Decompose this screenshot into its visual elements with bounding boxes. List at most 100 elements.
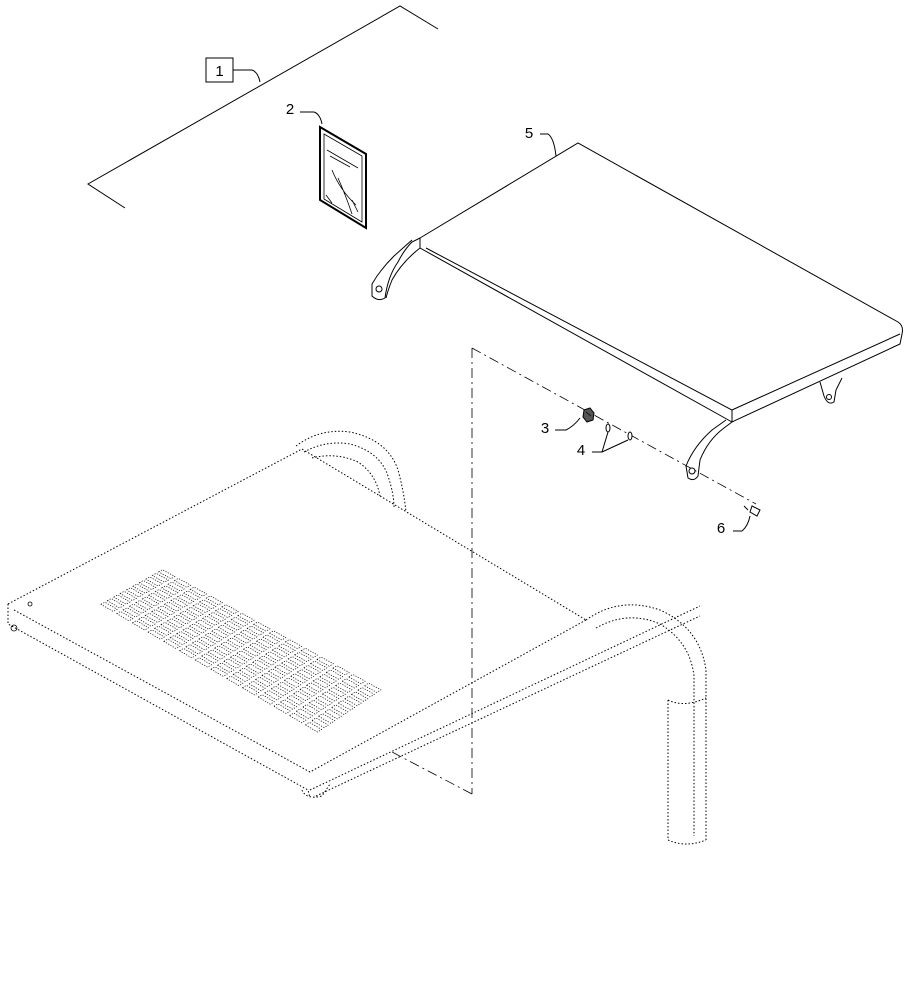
callout-5: 5: [525, 125, 557, 157]
grating-cell: [262, 634, 280, 645]
grating-cell: [328, 686, 346, 698]
grating-cell: [312, 677, 331, 689]
grating-cell: [135, 599, 153, 611]
grating-cell: [198, 636, 216, 647]
grating-cell: [163, 601, 182, 612]
grating-cell: [271, 647, 290, 658]
grating-cell: [198, 599, 217, 610]
floor-grating: [100, 569, 382, 733]
grating-cell: [242, 646, 261, 657]
grating-cell: [163, 638, 181, 650]
grating-cell: [125, 587, 144, 598]
grating-cell: [191, 640, 210, 651]
grating-cell: [274, 664, 292, 675]
grating-cell: [240, 629, 258, 640]
grating-cell: [265, 651, 283, 662]
grating-cell: [223, 658, 241, 669]
callout-5-label: 5: [525, 125, 533, 142]
grating-cell: [204, 632, 223, 643]
nut: [582, 407, 595, 423]
grating-cell: [331, 704, 349, 715]
callout-2-label: 2: [286, 101, 294, 118]
grating-cell: [167, 581, 185, 592]
grating-cell: [281, 660, 299, 671]
grating-cell: [241, 684, 260, 696]
grating-cell: [185, 644, 203, 655]
grating-cell: [160, 621, 178, 633]
grating-cell: [220, 641, 239, 652]
grating-cell: [132, 583, 150, 594]
grating-cell: [311, 717, 329, 729]
grating-cell: [169, 634, 188, 646]
grating-cell: [294, 651, 312, 663]
grating-cell: [160, 585, 179, 596]
grating-cell: [325, 669, 344, 680]
grating-cell: [284, 639, 303, 650]
grating-cell: [245, 663, 264, 674]
grating-cell: [335, 682, 353, 693]
grating-cell: [217, 624, 236, 635]
grating-cell: [147, 629, 165, 640]
grating-cell: [216, 662, 235, 673]
grating-cell: [138, 616, 156, 627]
grating-cell: [248, 680, 266, 692]
grating-cell: [192, 602, 211, 614]
grating-cell: [357, 687, 375, 698]
callout-3-label: 3: [541, 420, 549, 437]
grating-cell: [189, 623, 207, 634]
grating-cell: [299, 686, 317, 697]
grating-cell: [315, 695, 333, 706]
grating-cell: [290, 673, 308, 684]
grating-cell: [211, 628, 229, 639]
grating-cell: [157, 605, 175, 616]
grating-cell: [324, 708, 342, 720]
grating-cell: [292, 690, 311, 702]
grating-cell: [207, 649, 226, 660]
grating-cell: [296, 669, 315, 680]
grating-cell: [286, 694, 304, 706]
grating-cell: [170, 597, 188, 608]
grating-cell: [270, 685, 289, 697]
callout-2: 2: [286, 101, 323, 125]
grating-cell: [145, 576, 163, 587]
grating-cell: [268, 630, 287, 641]
grating-cell: [178, 647, 197, 659]
grating-cell: [302, 704, 320, 715]
grating-cell: [237, 612, 255, 623]
grating-cell: [277, 681, 295, 693]
grating-cell: [257, 694, 275, 705]
grating-cell: [214, 607, 233, 619]
grating-cell: [287, 656, 306, 667]
grating-cell: [232, 671, 251, 683]
grating-cell: [116, 610, 134, 622]
grating-cell: [283, 677, 302, 688]
grating-cell: [337, 700, 356, 711]
grating-cell: [350, 691, 369, 702]
grating-cell: [208, 611, 226, 622]
grating-cell: [189, 586, 208, 597]
callout-1: 1: [205, 57, 261, 83]
grating-cell: [246, 625, 265, 636]
callout-6-label: 6: [717, 520, 725, 537]
grating-cell: [138, 580, 157, 591]
grating-cell: [210, 666, 228, 677]
grating-cell: [303, 664, 321, 676]
grating-cell: [341, 678, 360, 689]
callout-4-label: 4: [577, 442, 585, 459]
grating-cell: [100, 601, 118, 612]
grating-cell: [306, 682, 324, 693]
grating-cell: [157, 569, 176, 580]
grating-cell: [173, 614, 191, 625]
grating-cell: [239, 667, 257, 678]
grating-cell: [106, 598, 125, 609]
grating-cell: [261, 672, 279, 683]
callout-6: 6: [717, 515, 751, 537]
grating-cell: [141, 596, 160, 607]
grating-cell: [236, 650, 254, 661]
grating-cell: [179, 610, 198, 621]
grating-cell: [153, 625, 172, 636]
grating-cell: [151, 609, 169, 620]
grating-cell: [122, 607, 140, 618]
canopy-cover: [371, 142, 903, 481]
